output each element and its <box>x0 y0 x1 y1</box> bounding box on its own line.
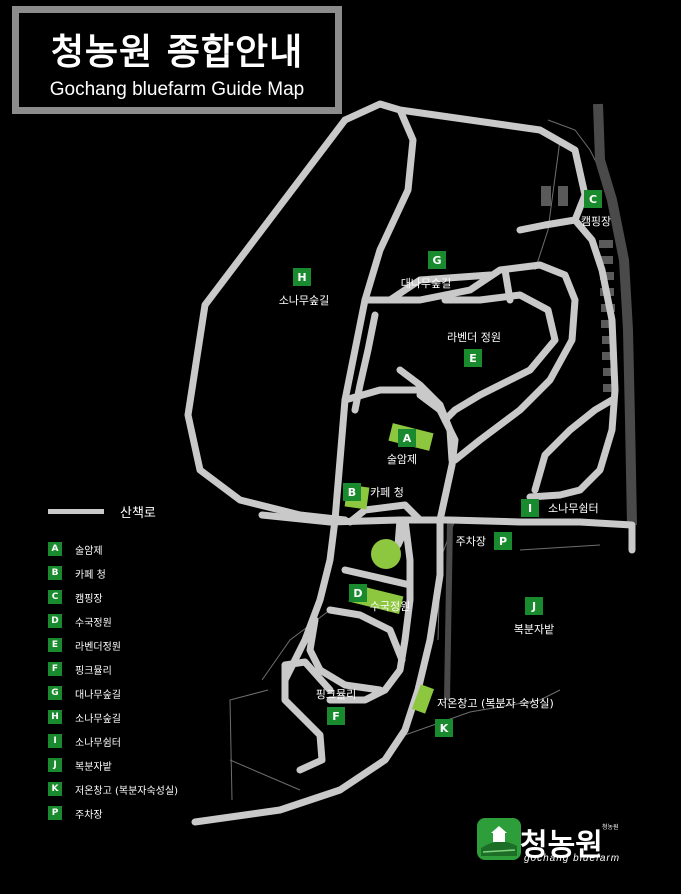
marker-C[interactable]: C 캠핑장 <box>581 190 611 228</box>
svg-text:B: B <box>348 486 356 499</box>
marker-B-label: 카페 청 <box>370 486 404 499</box>
marker-E-label: 라벤더 정원 <box>447 331 501 344</box>
legend-badge: G <box>48 686 62 700</box>
legend-label: 소나무숲길 <box>75 713 121 725</box>
svg-text:I: I <box>528 502 532 515</box>
garden-circle <box>371 539 401 569</box>
marker-D[interactable]: D 수국정원 <box>349 584 410 613</box>
marker-F-label: 핑크뮬리 <box>316 688 356 701</box>
marker-P-label: 주차장 <box>456 535 486 548</box>
legend-label: 소나무쉼터 <box>75 737 121 749</box>
marker-C-label: 캠핑장 <box>581 215 611 228</box>
marker-I-label: 소나무쉼터 <box>548 502 599 515</box>
logo-subtitle: gochang bluefarm <box>524 853 621 864</box>
marker-H[interactable]: H 소나무숲길 <box>279 268 330 307</box>
legend-label: 핑크뮬리 <box>75 665 112 677</box>
marker-E[interactable]: E 라벤더 정원 <box>447 331 501 367</box>
marker-J-label: 복분자밭 <box>514 623 554 636</box>
svg-text:A: A <box>403 432 412 445</box>
logo-small-mark: 청농원 <box>602 824 619 831</box>
marker-A[interactable]: A 술암제 <box>387 429 417 466</box>
marker-B[interactable]: B 카페 청 <box>343 483 404 501</box>
walkway-label: 산책로 <box>120 506 156 521</box>
marker-G[interactable]: G 대나무숲길 <box>401 251 452 290</box>
svg-text:P: P <box>499 535 507 548</box>
legend-item: E 라벤더정원 <box>48 637 121 653</box>
legend-item: D 수국정원 <box>48 613 112 629</box>
title-box: 청농원 종합안내 Gochang bluefarm Guide Map <box>12 6 342 114</box>
legend-item: I 소나무쉼터 <box>48 733 121 749</box>
legend-label: 술암제 <box>75 545 103 557</box>
legend-item: P 주차장 <box>48 805 103 821</box>
marker-F[interactable]: F 핑크뮬리 <box>316 688 356 725</box>
marker-K-label: 저온창고 (복분자 숙성실) <box>437 697 554 710</box>
marker-P[interactable]: P 주차장 <box>456 532 512 550</box>
svg-text:H: H <box>297 271 306 284</box>
legend-item: G 대나무숲길 <box>48 685 121 701</box>
marker-G-label: 대나무숲길 <box>401 277 452 290</box>
marker-H-label: 소나무숲길 <box>279 294 330 307</box>
legend-item: C 캠핑장 <box>48 589 103 605</box>
marker-D-label: 수국정원 <box>370 600 410 613</box>
legend-item: F 핑크뮬리 <box>48 661 112 677</box>
legend-badge: B <box>48 566 62 580</box>
svg-text:C: C <box>589 193 597 206</box>
marker-K[interactable]: K 저온창고 (복분자 숙성실) <box>435 697 554 737</box>
legend-label: 캠핑장 <box>75 593 103 605</box>
legend-badge: A <box>48 542 62 556</box>
legend-badge: F <box>48 662 62 676</box>
legend-label: 저온창고 (복분자숙성실) <box>75 785 178 797</box>
legend-label: 복분자밭 <box>75 761 112 773</box>
svg-text:J: J <box>531 600 536 613</box>
legend-badge: J <box>48 758 62 772</box>
legend-item: H 소나무숲길 <box>48 709 121 725</box>
legend-item: A 술암제 <box>48 541 103 557</box>
walkway-swatch <box>48 509 104 514</box>
logo-name: 청농원 <box>520 828 603 863</box>
legend-label: 카페 청 <box>75 569 106 581</box>
marker-A-label: 술암제 <box>387 453 417 466</box>
legend-label: 수국정원 <box>75 617 112 629</box>
legend-badge: D <box>48 614 62 628</box>
legend-item: J 복분자밭 <box>48 757 112 773</box>
logo-icon <box>477 818 521 860</box>
legend-badge: H <box>48 710 62 724</box>
legend-badge: I <box>48 734 62 748</box>
marker-J[interactable]: J 복분자밭 <box>514 597 554 636</box>
svg-text:E: E <box>469 352 477 365</box>
legend-badge: C <box>48 590 62 604</box>
walkways <box>184 100 636 826</box>
legend-badge: P <box>48 806 62 820</box>
svg-text:G: G <box>432 254 441 267</box>
svg-text:D: D <box>353 587 362 600</box>
legend-label: 대나무숲길 <box>75 689 121 701</box>
garden-storage <box>411 684 435 714</box>
title-korean: 청농원 종합안내 <box>50 32 304 73</box>
marker-I[interactable]: I 소나무쉼터 <box>521 499 599 517</box>
east-road <box>444 103 637 701</box>
legend-badge: E <box>48 638 62 652</box>
legend-label: 주차장 <box>75 809 103 821</box>
title-english: Gochang bluefarm Guide Map <box>49 79 305 100</box>
legend-badge: K <box>48 782 62 796</box>
legend-label: 라벤더정원 <box>75 641 121 653</box>
svg-text:F: F <box>332 710 340 723</box>
legend-item: B 카페 청 <box>48 565 106 581</box>
legend-item: K 저온창고 (복분자숙성실) <box>48 781 178 797</box>
legend-walkway: 산책로 <box>48 502 156 521</box>
svg-text:K: K <box>440 722 449 735</box>
